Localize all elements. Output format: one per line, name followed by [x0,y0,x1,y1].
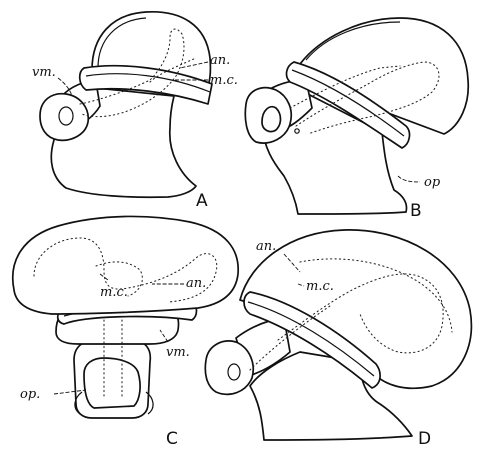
panel-c: an. m.c. vm. op. C [13,216,238,449]
panel-b-label-op: op [424,175,441,190]
panel-d: an. m.c. D [205,230,471,449]
panel-d-label: D [418,429,431,449]
panel-b: op B [245,18,468,221]
panel-a-label-vm: vm. [32,65,56,80]
panel-c-label-op: op. [20,387,40,402]
panel-a-label: A [196,191,208,211]
panel-c-label-mc: m.c. [100,285,128,300]
panel-a-label-mc: m.c. [210,73,238,88]
panel-a-label-an: an. [210,53,230,68]
panel-a: vm. an. m.c. A [32,12,238,211]
panel-b-label: B [410,201,422,221]
panel-b-op-leader [398,176,420,182]
panel-d-label-mc: m.c. [306,279,334,294]
panel-c-oral-inner [84,358,140,408]
panel-c-label-vm: vm. [166,345,190,360]
panel-a-mouth [40,94,88,141]
panel-c-label: C [166,429,178,449]
panel-c-label-an: an. [186,276,206,291]
panel-b-mouth-opening [262,107,281,132]
panel-d-label-an: an. [256,239,276,254]
